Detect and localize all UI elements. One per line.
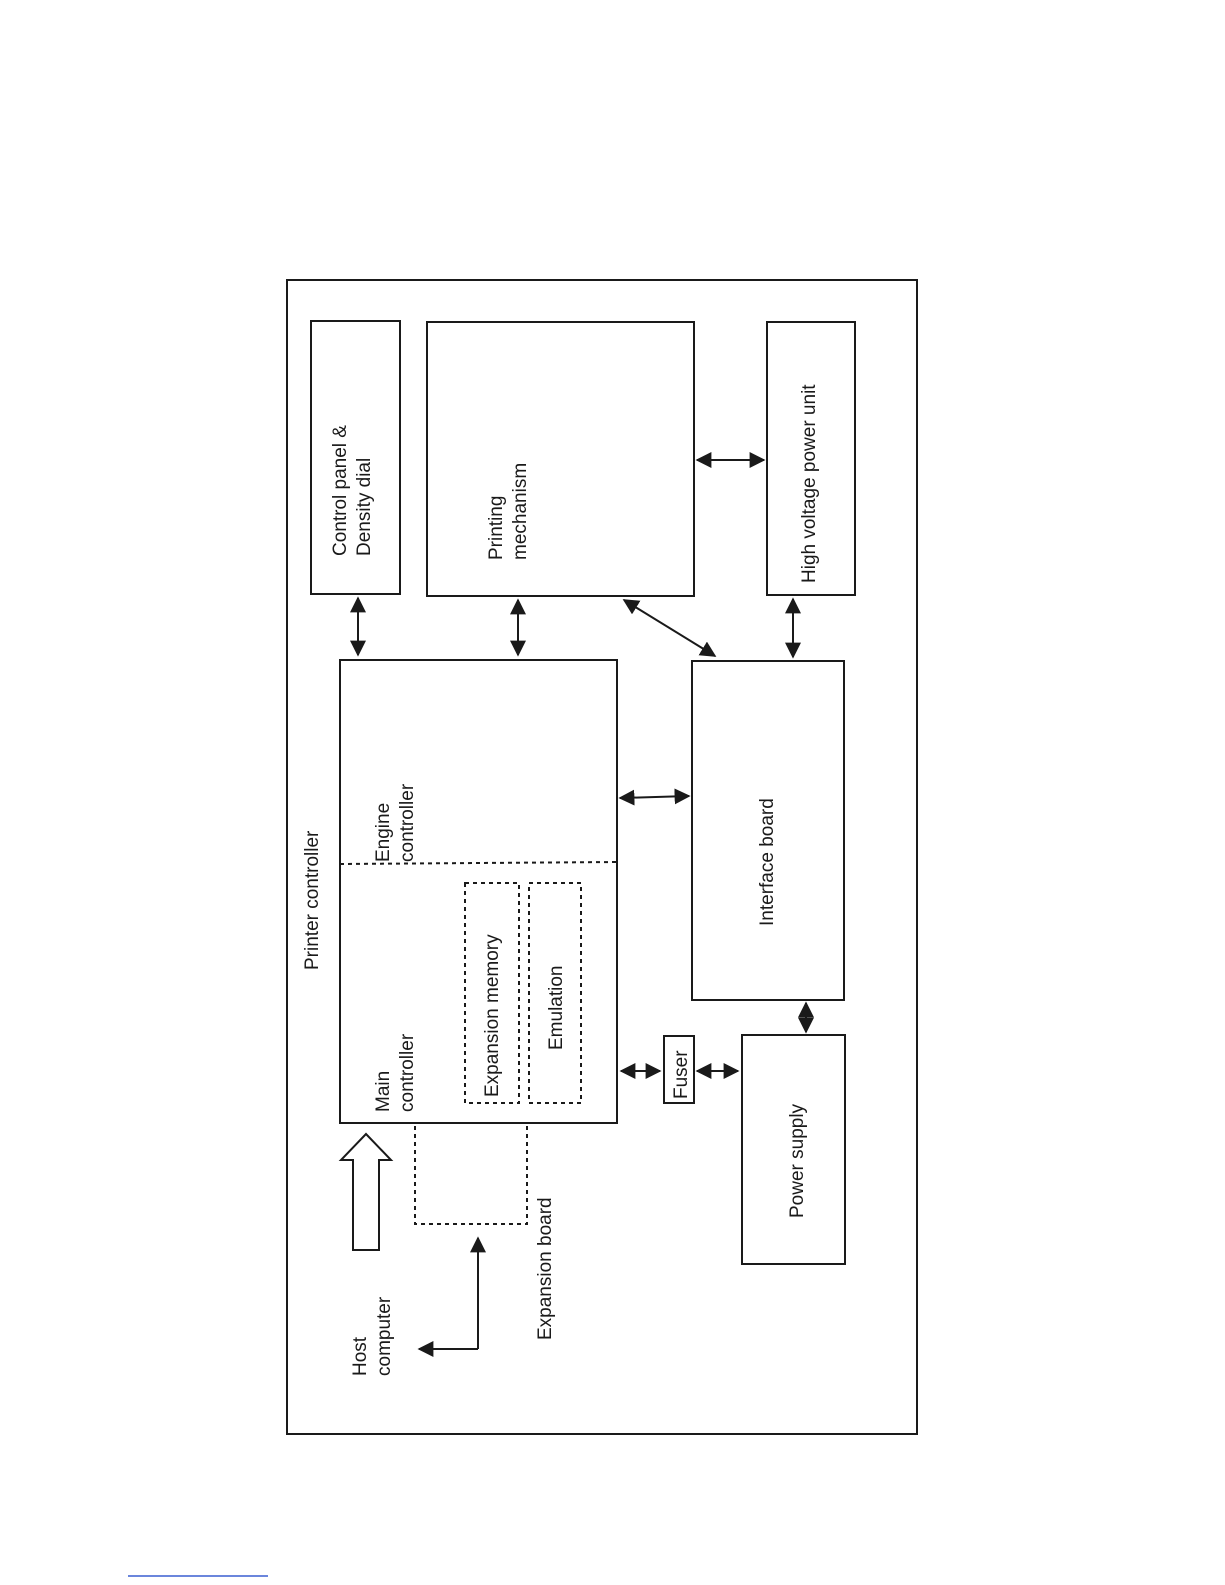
high-voltage-power-unit-label: High voltage power unit (799, 384, 820, 583)
printing-mechanism-label: Printing mechanism (486, 463, 531, 560)
controller-interface-connector (620, 796, 689, 798)
engine-controller-label: Engine controller (373, 783, 418, 862)
expansion-board-outline (415, 1126, 527, 1224)
expansion-board-label: Expansion board (535, 1197, 556, 1340)
emulation-label: Emulation (546, 966, 567, 1051)
mechanism-interface-connector (624, 600, 715, 656)
expansion-memory-label: Expansion memory (482, 934, 503, 1097)
control-panel-label: Control panel & Density dial (330, 420, 375, 556)
interface-board-label: Interface board (757, 798, 778, 926)
main-controller-label: Main controller (373, 1033, 418, 1112)
printing-mechanism-block (427, 322, 694, 596)
fuser-label: Fuser (671, 1050, 692, 1099)
host-computer-label: Host computer (350, 1296, 395, 1376)
host-data-arrow (341, 1134, 391, 1250)
printer-controller-label: Printer controller (302, 830, 323, 970)
controller-block (340, 660, 617, 1123)
power-supply-label: Power supply (787, 1103, 808, 1218)
